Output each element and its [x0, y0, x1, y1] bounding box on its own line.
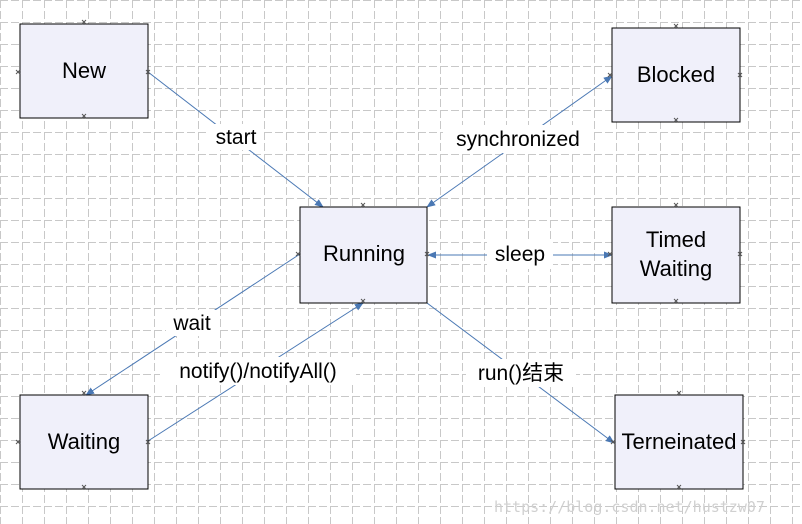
edge-label-run-end: run()结束 — [478, 362, 564, 385]
state-label-terminated: Terneinated — [622, 429, 737, 454]
watermark: https://blog.csdn.net/hustzw07 — [494, 498, 765, 516]
state-waiting — [19, 394, 149, 490]
connection-handles — [15, 19, 746, 490]
state-timed-waiting — [611, 206, 741, 304]
state-label-blocked: Blocked — [637, 62, 715, 87]
state-new — [19, 23, 149, 119]
state-terminated — [614, 394, 744, 490]
state-label-running: Running — [323, 241, 405, 266]
edge-label-wait: wait — [172, 312, 211, 335]
state-label-timed-waiting: Waiting — [640, 256, 713, 281]
state-label-waiting: Waiting — [48, 429, 121, 454]
state-label-timed: Timed — [646, 227, 706, 252]
edge-label-sleep: sleep — [495, 243, 545, 266]
state-running — [299, 206, 428, 304]
edge-label-start: start — [216, 126, 257, 149]
edge-label-synchronized: synchronized — [456, 128, 580, 151]
state-label-new: New — [62, 58, 106, 83]
edge-label-notify: notify()/notifyAll() — [179, 360, 337, 383]
